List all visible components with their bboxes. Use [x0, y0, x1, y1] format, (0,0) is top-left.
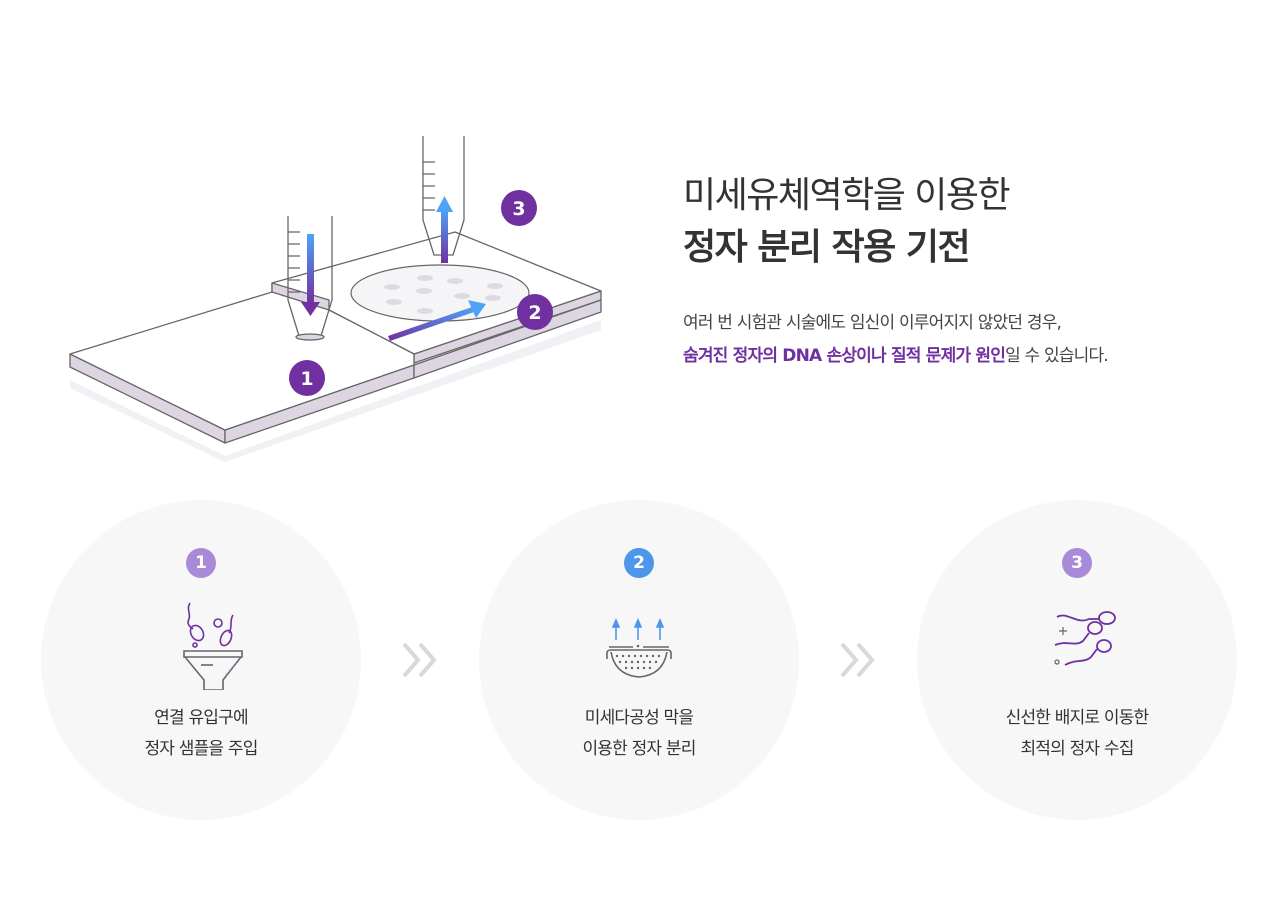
description: 여러 번 시험관 시술에도 임신이 이루어지지 않았던 경우, 숨겨진 정자의 …: [683, 307, 1109, 373]
marker-3: 3: [501, 190, 537, 226]
title-line-2: 정자 분리 작용 기전: [683, 227, 971, 268]
step-description: 미세다공성 막을 이용한 정자 분리: [479, 703, 799, 765]
step-1-card: 1 연결 유입구에 정자 샘플을 주입: [41, 500, 361, 820]
step-line-1: 미세다공성 막을: [584, 708, 694, 728]
step-line-1: 신선한 배지로 이동한: [1005, 708, 1150, 728]
microfluidic-chip-illustration: 1 2 3: [69, 136, 602, 462]
step-line-2: 이용한 정자 분리: [582, 739, 696, 759]
step-description: 연결 유입구에 정자 샘플을 주입: [41, 703, 361, 765]
step-number-badge: 2: [624, 548, 654, 578]
marker-1: 1: [289, 360, 325, 396]
chevron-right-icon: [840, 642, 875, 678]
description-rest: 일 수 있습니다.: [1005, 346, 1109, 366]
title-line-1: 미세유체역학을 이용한: [683, 175, 1011, 216]
step-number-badge: 3: [1062, 548, 1092, 578]
strainer-membrane-icon: [606, 617, 672, 678]
inlet-pipette: [287, 216, 333, 341]
step-number-badge: 1: [186, 548, 216, 578]
step-line-1: 연결 유입구에: [154, 708, 248, 728]
description-line-2: 숨겨진 정자의 DNA 손상이나 질적 문제가 원인일 수 있습니다.: [683, 340, 1109, 373]
step-3-card: 3 신선한 배지로 이동한 최적의 정자 수집: [917, 500, 1237, 820]
svg-text:2: 2: [528, 302, 541, 324]
membrane-well: [350, 264, 530, 322]
description-highlight: 숨겨진 정자의 DNA 손상이나 질적 문제가 원인: [683, 346, 1006, 366]
step-2-card: 2 미세다공성 막을 이용한 정자 분리: [479, 500, 799, 820]
step-line-2: 정자 샘플을 주입: [144, 739, 258, 759]
outflow-arrow: [436, 196, 453, 263]
swimming-sperm-icon: [1054, 611, 1116, 666]
inflow-arrow: [301, 234, 320, 316]
marker-2: 2: [517, 294, 553, 330]
step-description: 신선한 배지로 이동한 최적의 정자 수집: [917, 703, 1237, 765]
migration-arrow: [388, 300, 486, 341]
chevron-right-icon: [402, 642, 437, 678]
page-title: 미세유체역학을 이용한 정자 분리 작용 기전: [683, 170, 1011, 274]
description-line-1: 여러 번 시험관 시술에도 임신이 이루어지지 않았던 경우,: [683, 313, 1062, 333]
svg-text:1: 1: [300, 368, 313, 390]
funnel-sperm-icon: [183, 602, 243, 690]
svg-text:3: 3: [512, 198, 525, 220]
step-line-2: 최적의 정자 수집: [1020, 739, 1134, 759]
